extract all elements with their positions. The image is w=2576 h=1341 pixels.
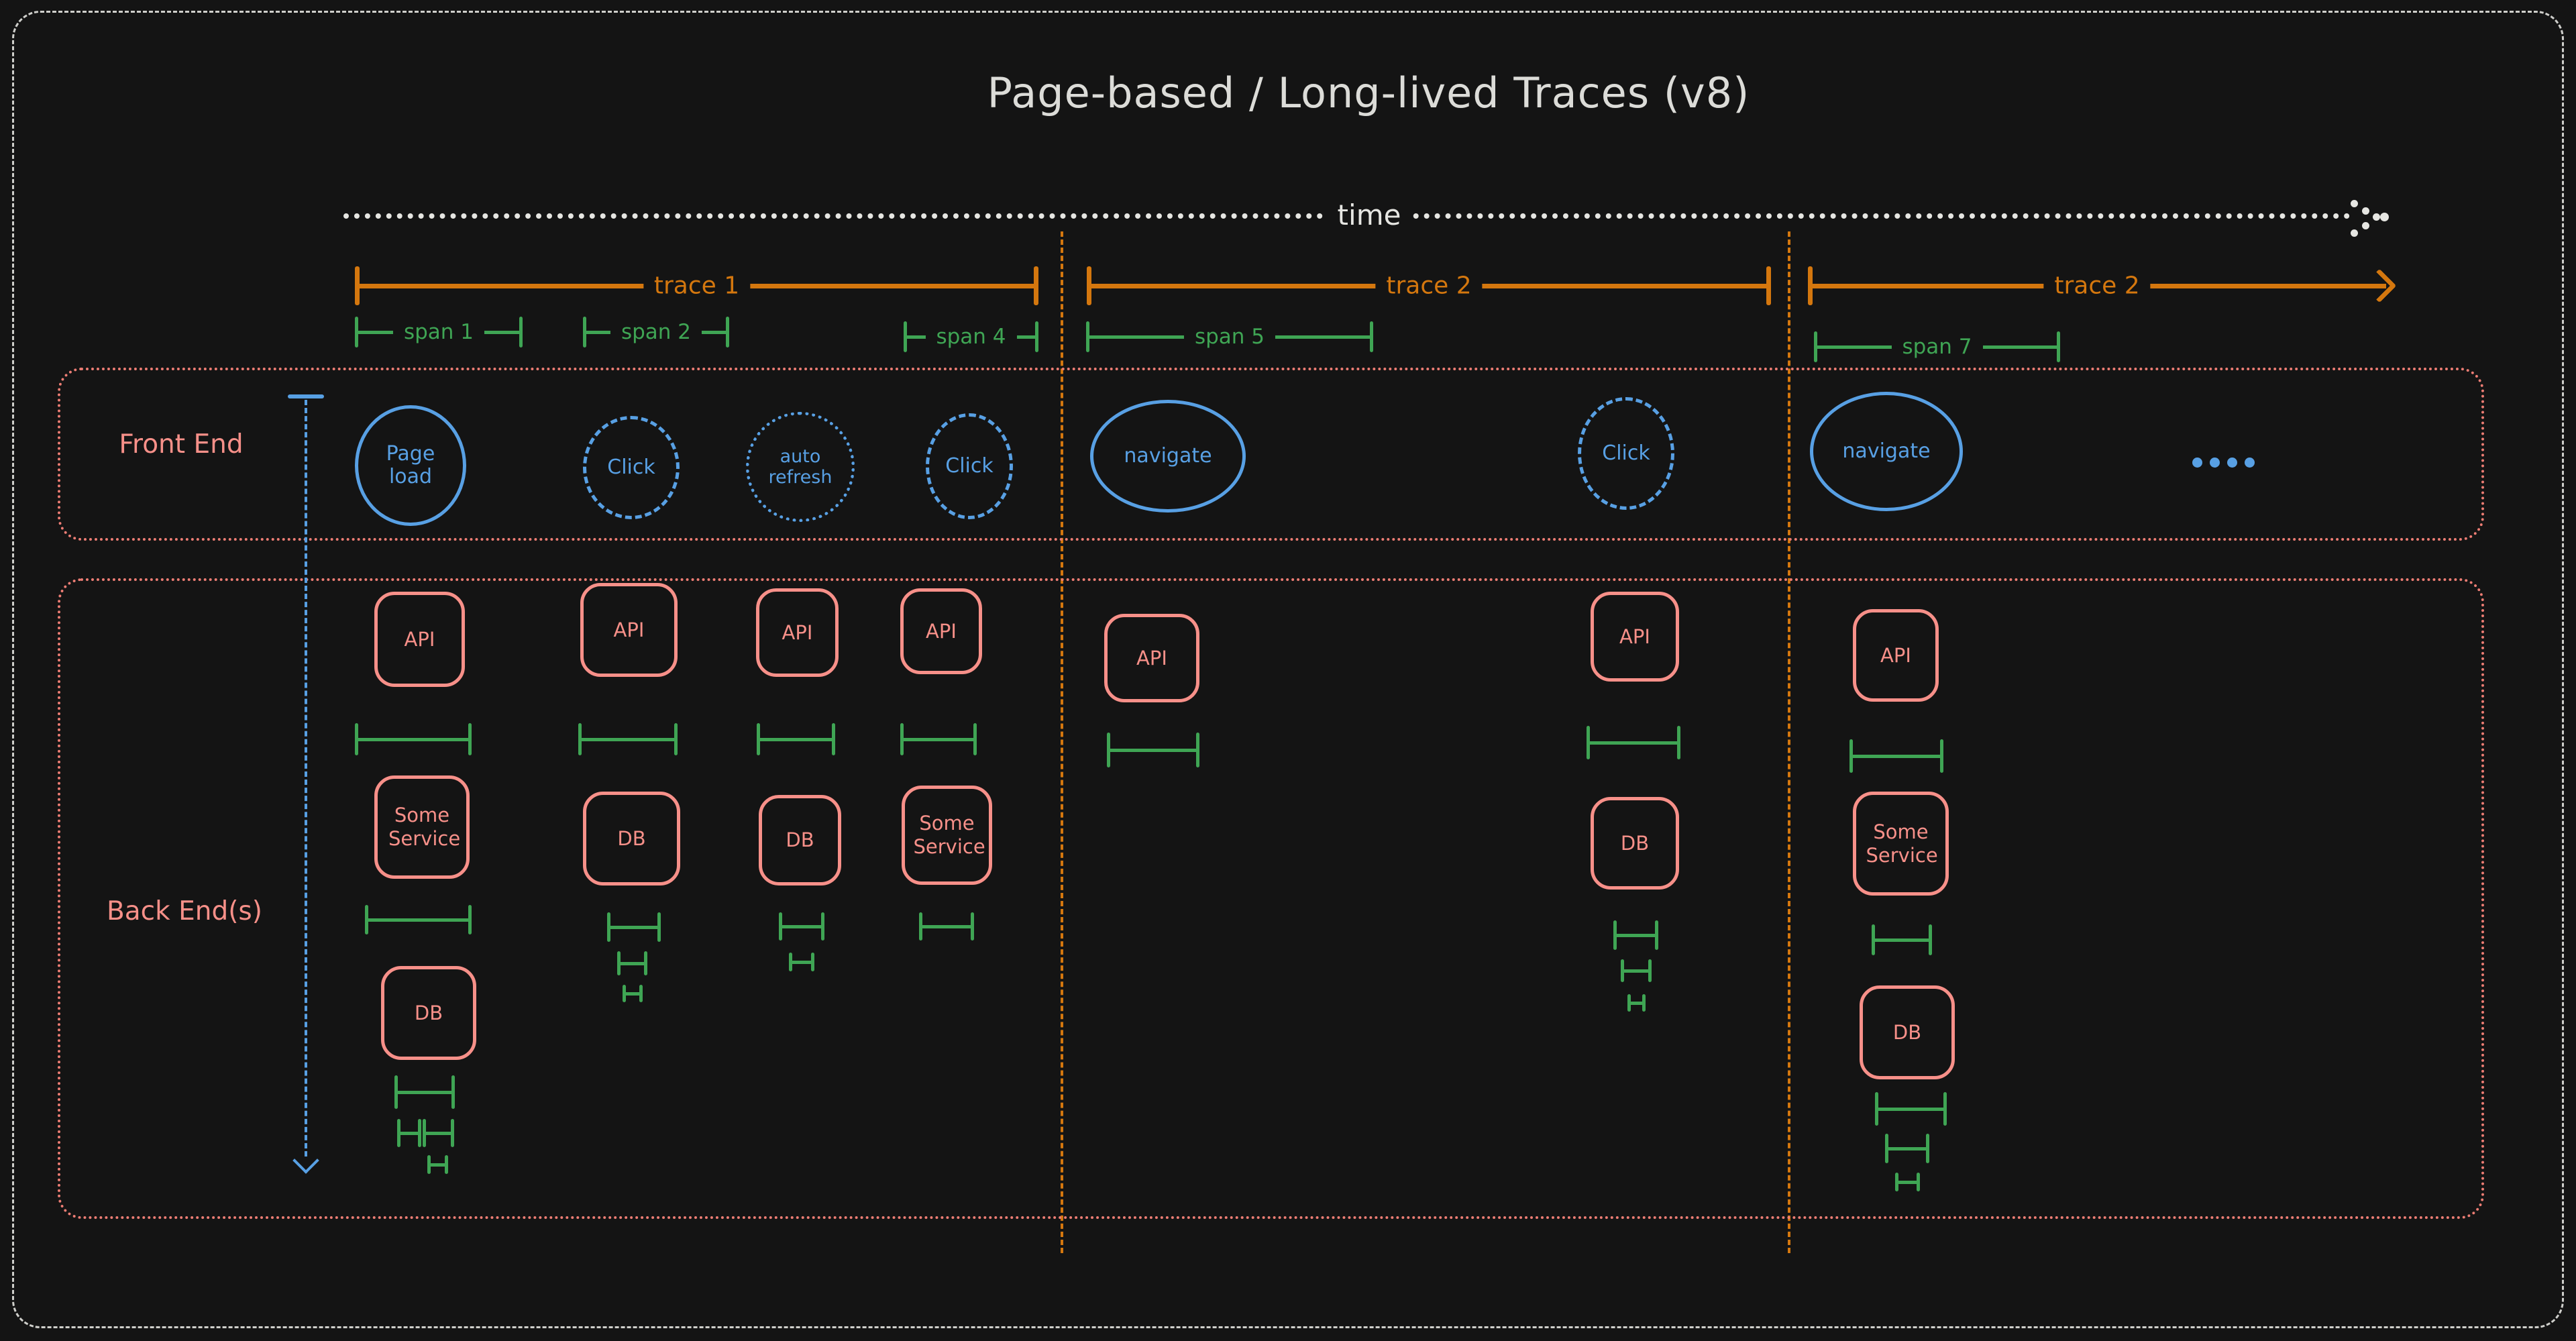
diagram-title: Page-based / Long-lived Traces (v8) bbox=[987, 68, 1750, 117]
time-axis-label: time bbox=[1325, 199, 1413, 231]
event-ellipse-navigate: navigate bbox=[1090, 400, 1246, 513]
sub-span-bracket bbox=[578, 723, 678, 755]
sub-span-bracket bbox=[365, 905, 472, 934]
span-label: span 2 bbox=[610, 320, 702, 344]
page-lifetime-arrow bbox=[288, 394, 325, 1181]
event-label: navigate bbox=[1842, 439, 1931, 463]
backend-node-db: DB bbox=[1591, 797, 1679, 890]
backend-node-db: DB bbox=[583, 792, 680, 886]
trace-bracket-3: trace 2 bbox=[1808, 266, 2397, 305]
node-label: API bbox=[1619, 625, 1650, 648]
sub-span-bracket bbox=[1613, 920, 1658, 950]
span-bracket-1: span 1 bbox=[355, 317, 523, 347]
sub-span-bracket bbox=[1885, 1134, 1929, 1163]
backend-node-api: API bbox=[900, 588, 982, 674]
sub-span-bracket bbox=[423, 1119, 454, 1147]
sub-span-bracket bbox=[394, 1075, 455, 1109]
sub-span-bracket bbox=[427, 1155, 448, 1174]
trace-divider-line bbox=[1788, 231, 1790, 1253]
event-label: navigate bbox=[1124, 443, 1212, 468]
sub-span-bracket bbox=[779, 912, 824, 941]
backend-node-api: API bbox=[1853, 609, 1939, 702]
backend-node-some-service: Some Service bbox=[902, 786, 992, 885]
node-label: API bbox=[1136, 646, 1167, 669]
sub-span-bracket bbox=[623, 985, 643, 1002]
sub-span-bracket bbox=[900, 723, 977, 755]
backend-node-api: API bbox=[1104, 614, 1199, 702]
trace-divider-line bbox=[1061, 231, 1063, 1253]
trace-label: trace 1 bbox=[643, 272, 751, 300]
span-bracket-4: span 4 bbox=[904, 321, 1038, 352]
event-label: Click bbox=[945, 453, 994, 478]
sub-span-bracket bbox=[1895, 1173, 1920, 1191]
event-ellipse-click: Click bbox=[926, 413, 1013, 519]
backend-node-some-service: Some Service bbox=[1853, 792, 1949, 896]
time-axis-arrow-icon bbox=[2351, 197, 2394, 239]
node-label: DB bbox=[617, 826, 646, 850]
backend-node-api: API bbox=[580, 583, 678, 677]
span-label: span 5 bbox=[1183, 325, 1276, 349]
node-label: Some Service bbox=[913, 812, 985, 858]
event-ellipse-click: Click bbox=[583, 416, 680, 519]
backend-lane bbox=[58, 578, 2484, 1219]
sub-span-bracket bbox=[1849, 739, 1943, 773]
span-bracket-5: span 5 bbox=[1086, 321, 1373, 352]
node-label: API bbox=[782, 621, 813, 644]
trace-label: trace 2 bbox=[2043, 272, 2151, 300]
event-ellipse-click: Click bbox=[1578, 397, 1674, 510]
backend-node-db: DB bbox=[381, 966, 476, 1060]
sub-span-bracket bbox=[397, 1119, 421, 1147]
event-label: Page load bbox=[386, 441, 435, 488]
event-ellipse-auto-refresh: auto refresh bbox=[746, 412, 855, 522]
span-label: span 7 bbox=[1891, 335, 1983, 359]
sub-span-bracket bbox=[1107, 733, 1199, 767]
sub-span-bracket bbox=[617, 951, 647, 975]
backend-node-api: API bbox=[374, 592, 465, 687]
frontend-lane bbox=[58, 368, 2484, 541]
node-label: API bbox=[613, 618, 645, 641]
node-label: DB bbox=[414, 1001, 443, 1024]
node-label: DB bbox=[1620, 831, 1650, 855]
outer-border bbox=[12, 11, 2564, 1328]
event-label: Click bbox=[1602, 441, 1650, 465]
node-label: API bbox=[1880, 643, 1911, 667]
trace-bracket-2: trace 2 bbox=[1087, 266, 1771, 305]
backend-node-api: API bbox=[756, 588, 839, 677]
sub-span-bracket bbox=[1872, 924, 1932, 955]
frontend-lane-label: Front End bbox=[119, 429, 244, 460]
span-bracket-7: span 7 bbox=[1814, 331, 2060, 362]
node-label: DB bbox=[1892, 1020, 1922, 1044]
backend-node-some-service: Some Service bbox=[374, 775, 470, 879]
node-label: API bbox=[926, 619, 957, 643]
trace-label: trace 2 bbox=[1375, 272, 1483, 300]
event-ellipse-navigate: navigate bbox=[1810, 392, 1963, 511]
node-label: Some Service bbox=[388, 804, 461, 850]
backend-node-db: DB bbox=[1860, 985, 1955, 1079]
span-bracket-2: span 2 bbox=[583, 317, 729, 347]
sub-span-bracket bbox=[919, 912, 974, 941]
node-label: API bbox=[404, 627, 435, 651]
node-label: DB bbox=[786, 828, 814, 852]
backend-node-api: API bbox=[1591, 592, 1679, 682]
node-label: Some Service bbox=[1866, 820, 1938, 867]
sub-span-bracket bbox=[1627, 994, 1646, 1012]
event-label: Click bbox=[607, 455, 655, 479]
event-label: auto refresh bbox=[768, 445, 833, 488]
sub-span-bracket bbox=[1875, 1092, 1947, 1126]
trace-bracket-1: trace 1 bbox=[355, 266, 1038, 305]
more-events-dots-icon bbox=[2192, 458, 2255, 468]
sub-span-bracket bbox=[757, 723, 835, 755]
event-ellipse-page-load: Page load bbox=[355, 405, 466, 526]
sub-span-bracket bbox=[355, 723, 472, 755]
backend-lane-label: Back End(s) bbox=[107, 896, 262, 926]
span-label: span 4 bbox=[925, 325, 1017, 349]
span-label: span 1 bbox=[392, 320, 485, 344]
time-axis-line: time bbox=[343, 199, 2351, 231]
backend-node-db: DB bbox=[759, 795, 841, 886]
sub-span-bracket bbox=[1621, 959, 1652, 982]
sub-span-bracket bbox=[789, 953, 814, 971]
sub-span-bracket bbox=[1587, 726, 1680, 759]
sub-span-bracket bbox=[607, 912, 661, 942]
